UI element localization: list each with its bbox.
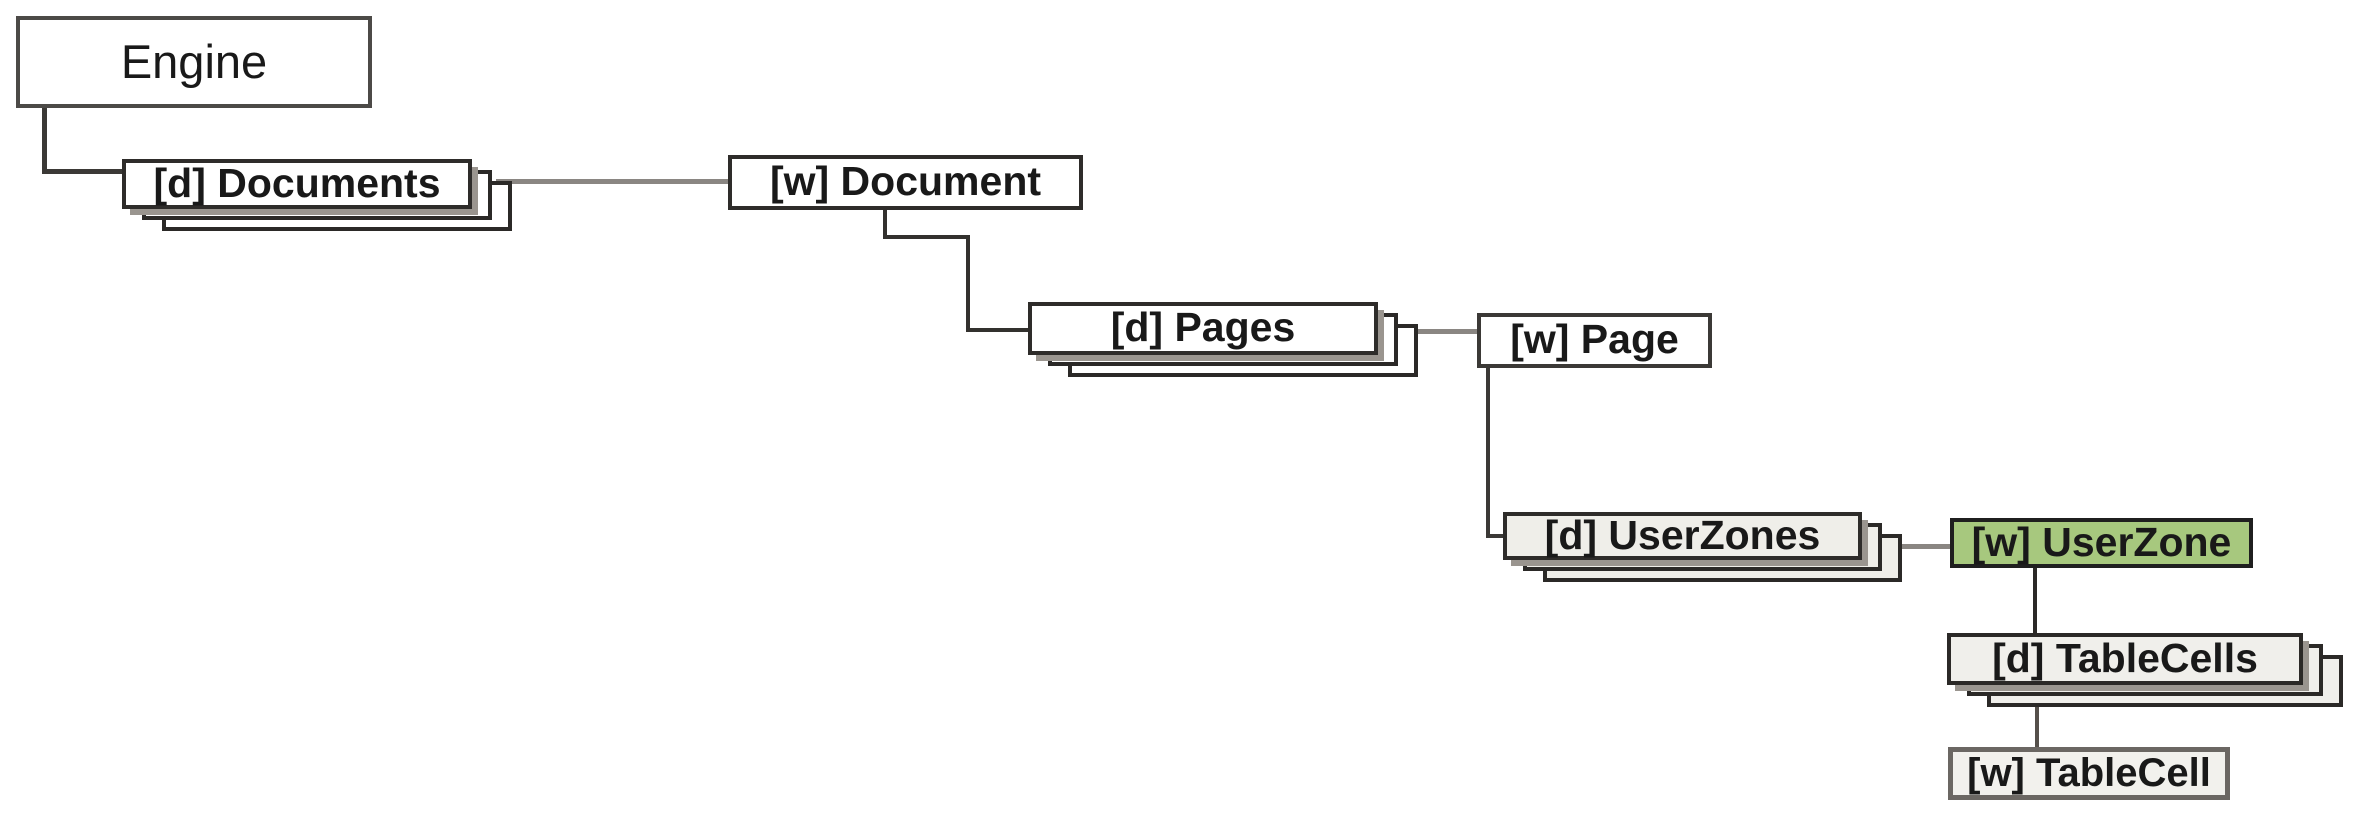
node-tablecell-label: [w] TableCell [1967,750,2211,795]
connector-page-userzones-segment [1486,368,1490,538]
node-page-label: [w] Page [1510,316,1679,362]
connector-documents-document-segment [496,179,728,184]
node-userzones-box[interactable]: [d] UserZones [1503,512,1862,560]
node-page-box[interactable]: [w] Page [1477,313,1712,368]
node-document-label: [w] Document [769,158,1042,204]
connector-document-pages-segment [883,235,970,239]
node-documents: [d] Documents [122,159,512,231]
node-pages-label: [d] Pages [1110,304,1296,350]
node-tablecell-box[interactable]: [w] TableCell [1948,747,2230,800]
node-userzone-box[interactable]: [w] UserZone [1950,518,2253,568]
node-pages: [d] Pages [1028,302,1418,377]
node-pages-box[interactable]: [d] Pages [1028,302,1378,355]
node-document-box[interactable]: [w] Document [728,155,1083,210]
node-engine-label: Engine [120,34,268,88]
node-documents-label: [d] Documents [153,159,441,206]
node-engine: Engine [16,16,372,108]
node-engine-box[interactable]: Engine [16,16,372,108]
node-userzone: [w] UserZone [1950,518,2253,568]
connector-pages-page-segment [1418,329,1477,334]
connector-tablecells-tablecell-segment [2035,707,2039,747]
node-userzones: [d] UserZones [1503,512,1902,582]
node-tablecells-label: [d] TableCells [1992,634,2258,681]
connector-page-userzones-segment [1486,534,1503,538]
connector-engine-documents-segment [42,108,47,174]
node-userzone-label: [w] UserZone [1971,518,2232,565]
connector-userzone-tablecells-segment [2033,568,2037,633]
connector-userzones-userzone-segment [1900,544,1950,549]
node-documents-box[interactable]: [d] Documents [122,159,472,209]
node-tablecell: [w] TableCell [1948,747,2230,800]
node-tablecells-box[interactable]: [d] TableCells [1947,633,2303,685]
connector-engine-documents-segment [42,169,122,174]
connector-document-pages-segment [966,235,970,332]
connector-document-pages-segment [883,210,887,239]
node-tablecells: [d] TableCells [1947,633,2343,707]
node-page: [w] Page [1477,313,1712,368]
node-document: [w] Document [728,155,1083,210]
connector-document-pages-segment [966,328,1028,332]
node-userzones-label: [d] UserZones [1544,511,1821,558]
